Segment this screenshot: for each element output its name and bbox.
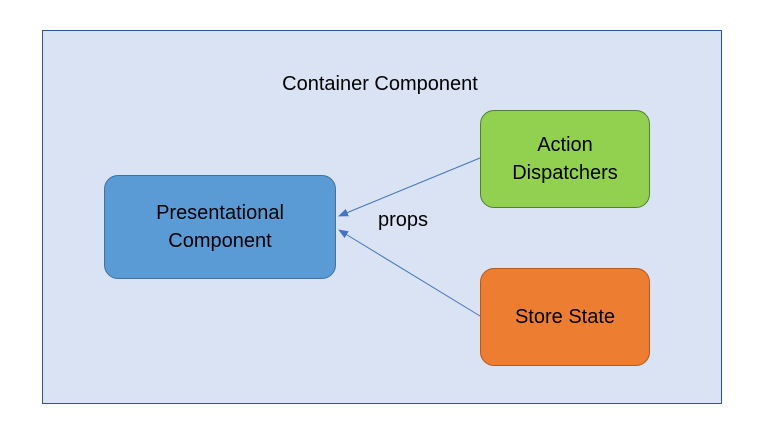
presentational-component-node: Presentational Component — [104, 175, 336, 279]
action-dispatchers-label: Action Dispatchers — [512, 134, 618, 184]
presentational-component-label: Presentational Component — [156, 202, 284, 252]
container-component-title: Container Component — [282, 73, 478, 95]
props-edge-label: props — [378, 209, 429, 231]
action-dispatchers-node: Action Dispatchers — [480, 110, 650, 208]
store-state-node: Store State — [480, 268, 650, 366]
store-state-label: Store State — [514, 306, 616, 328]
